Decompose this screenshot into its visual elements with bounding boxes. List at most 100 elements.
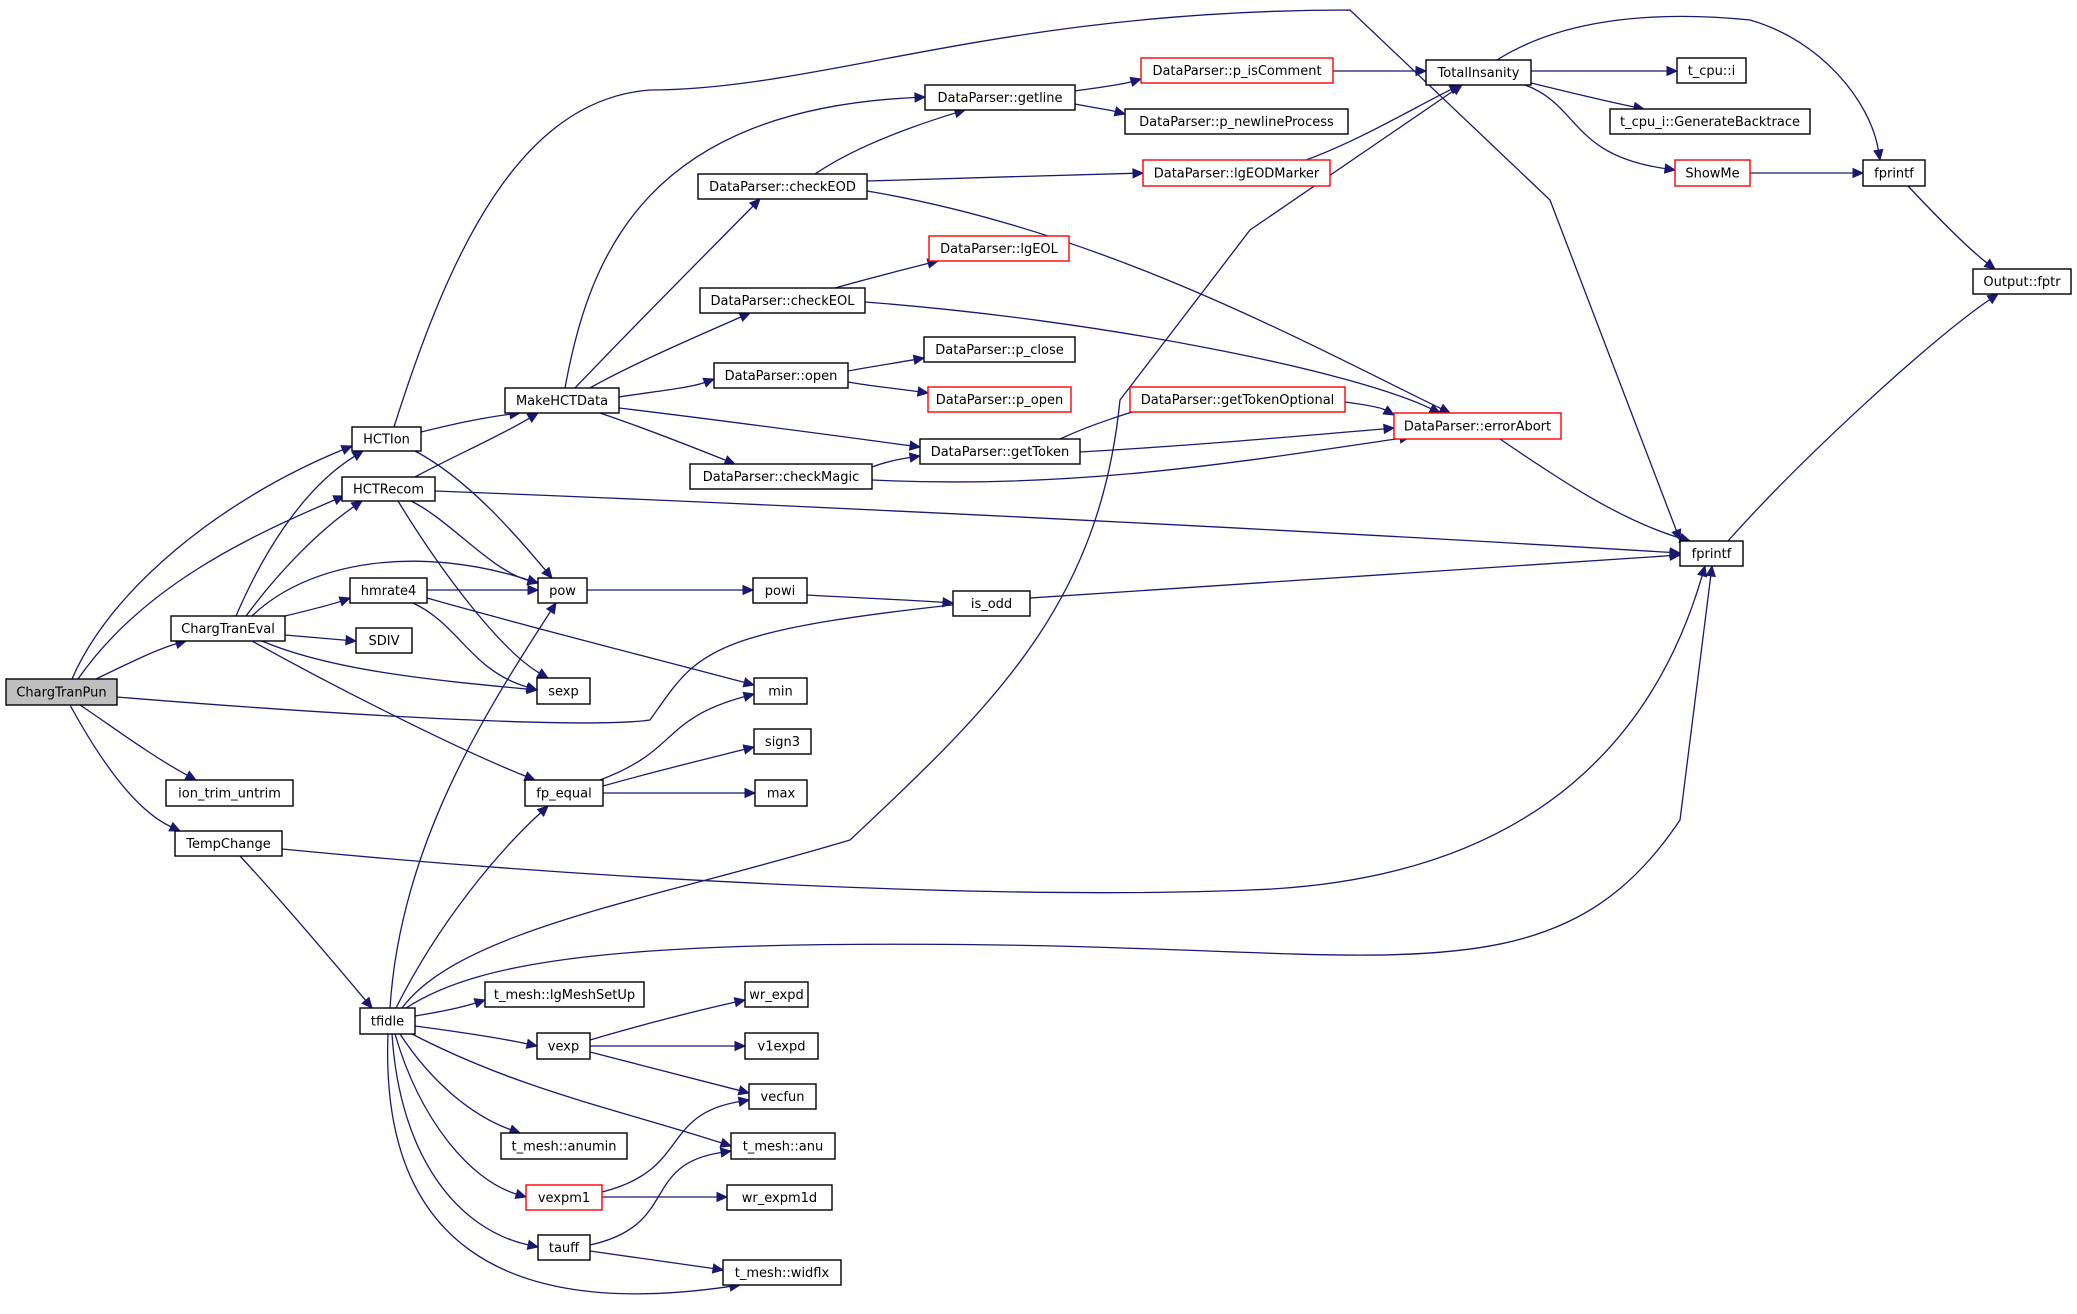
node-box[interactable] bbox=[504, 387, 620, 414]
node-sexp[interactable]: sexp bbox=[536, 677, 591, 705]
node-box[interactable] bbox=[952, 590, 1031, 617]
node-box[interactable] bbox=[536, 1032, 591, 1060]
node-GenerateBacktrace[interactable]: t_cpu_i::GenerateBacktrace bbox=[1609, 108, 1811, 135]
node-box[interactable] bbox=[744, 981, 809, 1008]
node-SDIV[interactable]: SDIV bbox=[355, 627, 413, 654]
node-box[interactable] bbox=[919, 438, 1081, 465]
node-anu[interactable]: t_mesh::anu bbox=[730, 1132, 836, 1160]
node-box[interactable] bbox=[359, 1007, 416, 1035]
node-lgMeshSetUp[interactable]: t_mesh::lgMeshSetUp bbox=[484, 981, 645, 1008]
node-vexpm1[interactable]: vexpm1 bbox=[525, 1184, 603, 1211]
node-box[interactable] bbox=[1425, 59, 1532, 86]
node-box[interactable] bbox=[744, 1032, 819, 1060]
node-fprintf[interactable]: fprintf bbox=[1679, 540, 1744, 567]
node-ChargTranEval[interactable]: ChargTranEval bbox=[170, 615, 286, 642]
node-checkEOL[interactable]: DataParser::checkEOL bbox=[699, 287, 866, 314]
node-powi[interactable]: powi bbox=[752, 577, 808, 604]
node-tauff[interactable]: tauff bbox=[537, 1234, 591, 1261]
node-TotalInsanity[interactable]: TotalInsanity bbox=[1425, 59, 1532, 86]
node-box[interactable] bbox=[753, 677, 808, 705]
node-box[interactable] bbox=[726, 1184, 833, 1211]
node-hmrate4[interactable]: hmrate4 bbox=[349, 577, 428, 604]
node-p_open[interactable]: DataParser::p_open bbox=[927, 386, 1072, 413]
node-box[interactable] bbox=[5, 678, 118, 706]
node-box[interactable] bbox=[689, 463, 873, 490]
node-box[interactable] bbox=[923, 336, 1076, 363]
node-box[interactable] bbox=[752, 577, 808, 604]
node-box[interactable] bbox=[1142, 159, 1331, 187]
node-wr_expm1d[interactable]: wr_expm1d bbox=[726, 1184, 833, 1211]
node-HCTIon[interactable]: HCTIon bbox=[351, 426, 422, 452]
node-sign3[interactable]: sign3 bbox=[753, 728, 812, 755]
node-box[interactable] bbox=[1609, 108, 1811, 135]
node-box[interactable] bbox=[754, 779, 808, 807]
node-box[interactable] bbox=[537, 1234, 591, 1261]
node-getTokenOptional[interactable]: DataParser::getTokenOptional bbox=[1129, 386, 1346, 413]
node-box[interactable] bbox=[1862, 159, 1926, 187]
node-box[interactable] bbox=[1679, 540, 1744, 567]
node-box[interactable] bbox=[536, 677, 591, 705]
node-box[interactable] bbox=[341, 476, 436, 502]
node-checkMagic[interactable]: DataParser::checkMagic bbox=[689, 463, 873, 490]
node-lgEOL[interactable]: DataParser::lgEOL bbox=[928, 235, 1070, 262]
node-box[interactable] bbox=[722, 1259, 842, 1286]
node-errorAbort[interactable]: DataParser::errorAbort bbox=[1393, 412, 1562, 440]
node-box[interactable] bbox=[713, 362, 849, 389]
node-box[interactable] bbox=[924, 84, 1076, 111]
node-pow[interactable]: pow bbox=[537, 577, 588, 604]
node-ion_trim_untrim[interactable]: ion_trim_untrim bbox=[165, 779, 294, 807]
node-box[interactable] bbox=[500, 1132, 628, 1160]
node-box[interactable] bbox=[699, 287, 866, 314]
node-box[interactable] bbox=[525, 1184, 603, 1211]
node-Output_fptr[interactable]: Output::fptr bbox=[1972, 268, 2072, 295]
node-box[interactable] bbox=[928, 235, 1070, 262]
node-HCTRecom[interactable]: HCTRecom bbox=[341, 476, 436, 502]
node-getToken[interactable]: DataParser::getToken bbox=[919, 438, 1081, 465]
node-fp_equal[interactable]: fp_equal bbox=[524, 779, 604, 807]
node-wr_expd[interactable]: wr_expd bbox=[744, 981, 809, 1008]
node-anumin[interactable]: t_mesh::anumin bbox=[500, 1132, 628, 1160]
node-p_isComment[interactable]: DataParser::p_isComment bbox=[1140, 57, 1334, 84]
node-box[interactable] bbox=[1140, 57, 1334, 84]
node-lgEODMarker[interactable]: DataParser::lgEODMarker bbox=[1142, 159, 1331, 187]
node-box[interactable] bbox=[165, 779, 294, 807]
node-MakeHCTData[interactable]: MakeHCTData bbox=[504, 387, 620, 414]
node-box[interactable] bbox=[351, 426, 422, 452]
node-p_close[interactable]: DataParser::p_close bbox=[923, 336, 1076, 363]
node-open[interactable]: DataParser::open bbox=[713, 362, 849, 389]
node-box[interactable] bbox=[1393, 412, 1562, 440]
node-box[interactable] bbox=[484, 981, 645, 1008]
node-box[interactable] bbox=[174, 830, 283, 857]
node-ShowMe[interactable]: ShowMe bbox=[1674, 159, 1751, 187]
node-box[interactable] bbox=[170, 615, 286, 642]
node-box[interactable] bbox=[537, 577, 588, 604]
node-is_odd[interactable]: is_odd bbox=[952, 590, 1031, 617]
node-box[interactable] bbox=[1972, 268, 2072, 295]
node-box[interactable] bbox=[1676, 57, 1747, 84]
node-ChargTranPun[interactable]: ChargTranPun bbox=[5, 678, 118, 706]
node-p_newlineProcess[interactable]: DataParser::p_newlineProcess bbox=[1124, 108, 1349, 135]
node-box[interactable] bbox=[748, 1083, 817, 1110]
node-t_cpu_i[interactable]: t_cpu::i bbox=[1676, 57, 1747, 84]
node-tfidle[interactable]: tfidle bbox=[359, 1007, 416, 1035]
node-getline[interactable]: DataParser::getline bbox=[924, 84, 1076, 111]
node-box[interactable] bbox=[349, 577, 428, 604]
node-box[interactable] bbox=[730, 1132, 836, 1160]
node-box[interactable] bbox=[524, 779, 604, 807]
node-box[interactable] bbox=[355, 627, 413, 654]
node-box[interactable] bbox=[1124, 108, 1349, 135]
node-box[interactable] bbox=[927, 386, 1072, 413]
node-box[interactable] bbox=[697, 173, 868, 200]
node-box[interactable] bbox=[1674, 159, 1751, 187]
node-checkEOD[interactable]: DataParser::checkEOD bbox=[697, 173, 868, 200]
node-vexp[interactable]: vexp bbox=[536, 1032, 591, 1060]
node-box[interactable] bbox=[753, 728, 812, 755]
node-max[interactable]: max bbox=[754, 779, 808, 807]
node-box[interactable] bbox=[1129, 386, 1346, 413]
node-widflx[interactable]: t_mesh::widflx bbox=[722, 1259, 842, 1286]
node-min[interactable]: min bbox=[753, 677, 808, 705]
node-fprintf_top[interactable]: fprintf bbox=[1862, 159, 1926, 187]
node-TempChange[interactable]: TempChange bbox=[174, 830, 283, 857]
node-v1expd[interactable]: v1expd bbox=[744, 1032, 819, 1060]
node-vecfun[interactable]: vecfun bbox=[748, 1083, 817, 1110]
